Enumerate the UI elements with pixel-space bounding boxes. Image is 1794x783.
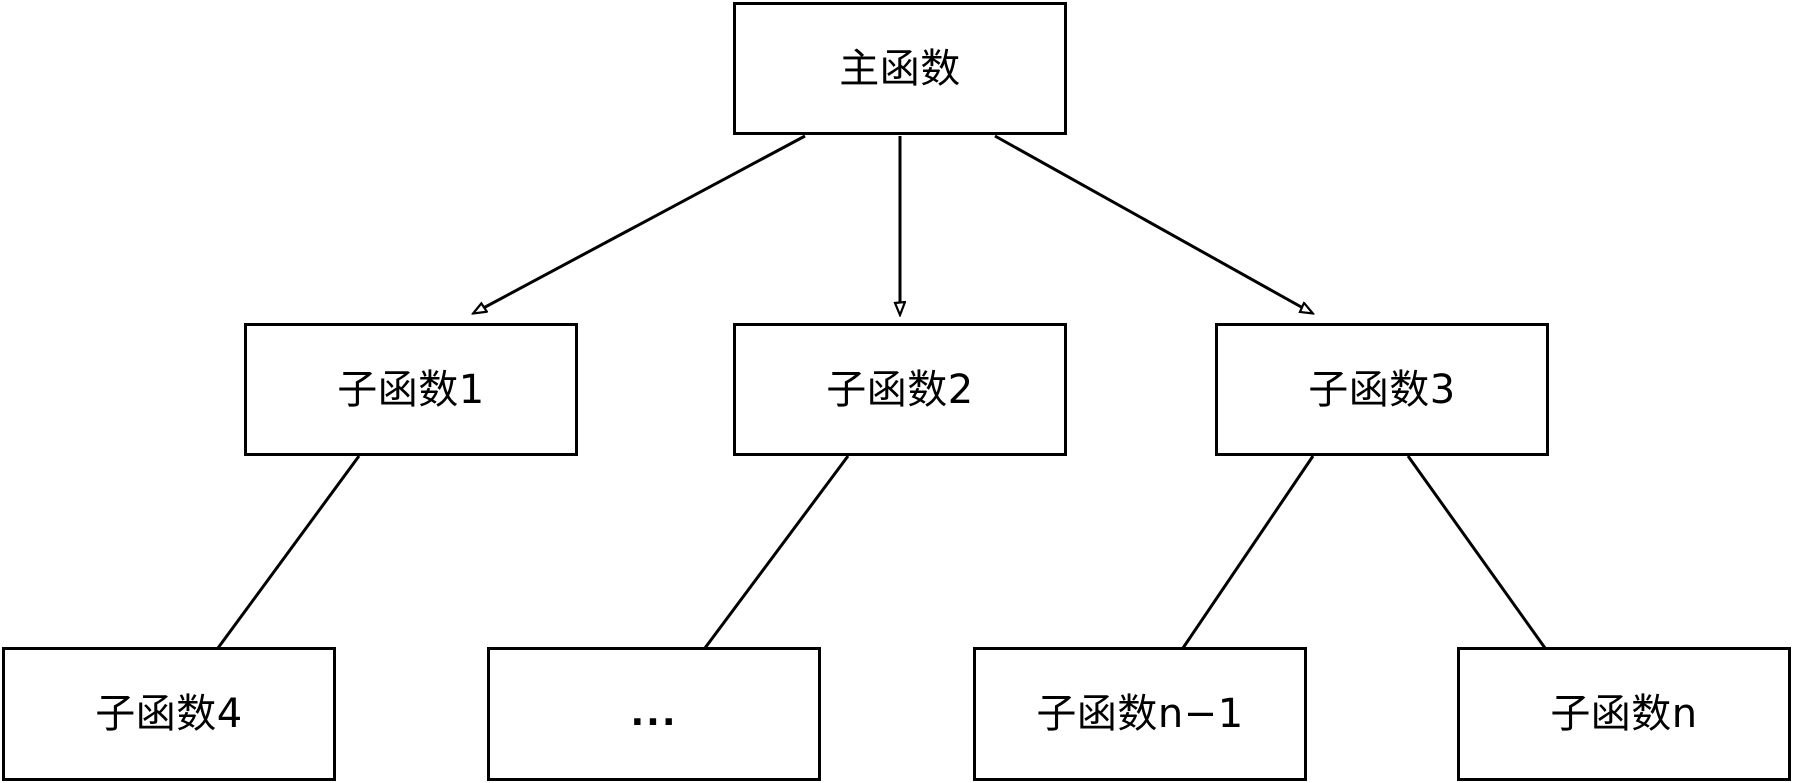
- node-sub-function-4[interactable]: 子函数4: [2, 647, 336, 781]
- edge-sub2-to-ellipsis: [703, 455, 850, 649]
- node-sub-function-n-minus-1[interactable]: 子函数n−1: [973, 647, 1307, 781]
- node-sub-function-2-label: 子函数2: [826, 366, 974, 413]
- node-sub-function-2[interactable]: 子函数2: [733, 323, 1067, 456]
- node-sub-function-n[interactable]: 子函数n: [1457, 647, 1791, 781]
- node-sub-function-3[interactable]: 子函数3: [1215, 323, 1549, 456]
- node-sub-function-3-label: 子函数3: [1308, 366, 1456, 413]
- edge-sub3-to-subn1: [1181, 455, 1315, 649]
- node-ellipsis-label: ...: [630, 693, 678, 734]
- node-sub-function-n-minus-1-label: 子函数n−1: [1036, 691, 1244, 737]
- node-sub-function-4-label: 子函数4: [95, 691, 243, 737]
- edge-sub1-to-sub4: [216, 455, 361, 649]
- node-ellipsis[interactable]: ...: [487, 647, 821, 781]
- node-sub-function-1-label: 子函数1: [337, 366, 485, 413]
- node-main-function-label: 主函数: [839, 45, 961, 92]
- node-sub-function-n-label: 子函数n: [1550, 691, 1698, 737]
- edge-main-to-sub1: [474, 134, 806, 313]
- node-main-function[interactable]: 主函数: [733, 2, 1067, 135]
- edge-sub3-to-subn: [1406, 455, 1547, 649]
- edge-main-to-sub3: [994, 134, 1312, 313]
- node-sub-function-1[interactable]: 子函数1: [244, 323, 578, 456]
